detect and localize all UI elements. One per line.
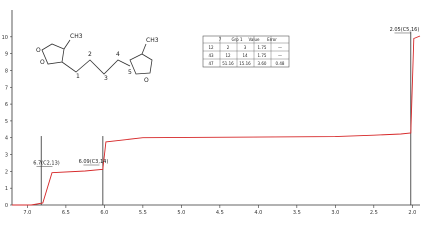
y-tick-label: 4: [5, 136, 8, 142]
y-tick-label: 5: [5, 119, 8, 125]
table-header-cell: Error: [267, 37, 277, 42]
table-header-cell: Grp 1: [231, 37, 243, 42]
table-cell: 3.60: [258, 61, 267, 66]
x-tick-label: 3.0: [331, 210, 339, 216]
y-tick-label: 10: [2, 35, 8, 41]
y-tick-label: 1: [5, 186, 8, 192]
table-cell: 1.75: [258, 53, 267, 58]
x-tick-label: 6.5: [62, 210, 70, 216]
structure-atom-label: O: [36, 47, 41, 54]
table-cell: 43: [208, 53, 214, 58]
x-axis: 7.0 6.5 6.0 5.5 5.0 4.5 4.0 3.5 3.0 2.5 2.0: [12, 204, 420, 216]
structure-atom-label: 2: [88, 51, 92, 58]
peak-annotation: 2.05(C5,16): [390, 27, 420, 33]
structure-atom-label: 1: [76, 73, 80, 80]
x-tick-label: 7.0: [23, 210, 31, 216]
x-tick-label: 2.0: [408, 210, 416, 216]
integral-drop-lines: [40, 31, 412, 205]
table-cell: —: [278, 53, 282, 58]
y-tick-label: 0: [5, 203, 8, 209]
table-header-cell: Value: [249, 37, 261, 42]
table-frame: [202, 35, 290, 68]
x-tick-label: 3.5: [293, 210, 301, 216]
y-tick-label: 7: [5, 85, 8, 91]
table-cell: 3: [244, 45, 247, 50]
y-tick-label: 8: [5, 68, 8, 74]
y-tick-label: 3: [5, 153, 8, 159]
table-cell: 14: [242, 53, 248, 58]
structure-atom-label: 3: [104, 75, 108, 82]
y-tick-label: 6: [5, 102, 8, 108]
table-cell: 47: [208, 61, 214, 66]
integral-curve: [12, 35, 421, 206]
table-cell: 2: [227, 45, 230, 50]
methyl-bond-left: [63, 39, 71, 50]
chemical-structure: [41, 39, 153, 75]
structure-atom-label: 4: [116, 51, 120, 58]
right-furan-ring: [129, 53, 153, 75]
integration-table: 7 Grp 1 Value Error 12 2 3 1.75 — 43 12 14 1.75 — 47 51…: [202, 35, 290, 68]
structure-atom-label: O: [40, 59, 45, 66]
table-cell: 15.16: [239, 61, 251, 66]
table-cell: 1.75: [258, 45, 267, 50]
structure-atom-label: CH3: [146, 37, 159, 44]
table-cell: 12: [225, 53, 231, 58]
x-tick-label: 2.5: [370, 210, 378, 216]
methyl-bond-right: [141, 43, 147, 55]
y-tick-label: 9: [5, 52, 8, 58]
y-tick-label: 2: [5, 169, 8, 175]
x-tick-label: 5.0: [177, 210, 185, 216]
left-furan-ring: [41, 43, 65, 65]
table-cell: —: [278, 45, 282, 50]
table-cell: 51.16: [222, 61, 234, 66]
x-tick-label: 4.5: [216, 210, 224, 216]
y-axis: 0 1 2 3 4 5 6 7 8 9 10: [2, 10, 13, 209]
table-cell: 12: [208, 45, 214, 50]
structure-atom-label: CH3: [70, 33, 83, 40]
table-header-cell: 7: [219, 37, 222, 42]
x-tick-label: 5.5: [139, 210, 147, 216]
linker-chain: [61, 59, 131, 75]
structure-atom-label: O: [144, 77, 149, 84]
structure-atom-label: 5: [128, 69, 132, 76]
x-tick-label: 6.0: [100, 210, 108, 216]
table-cell: 0.48: [276, 61, 285, 66]
peak-annotation: 6.09(C3,14): [79, 159, 109, 165]
peak-annotation: 6.7(C2,13): [33, 161, 60, 167]
x-tick-label: 4.0: [254, 210, 262, 216]
